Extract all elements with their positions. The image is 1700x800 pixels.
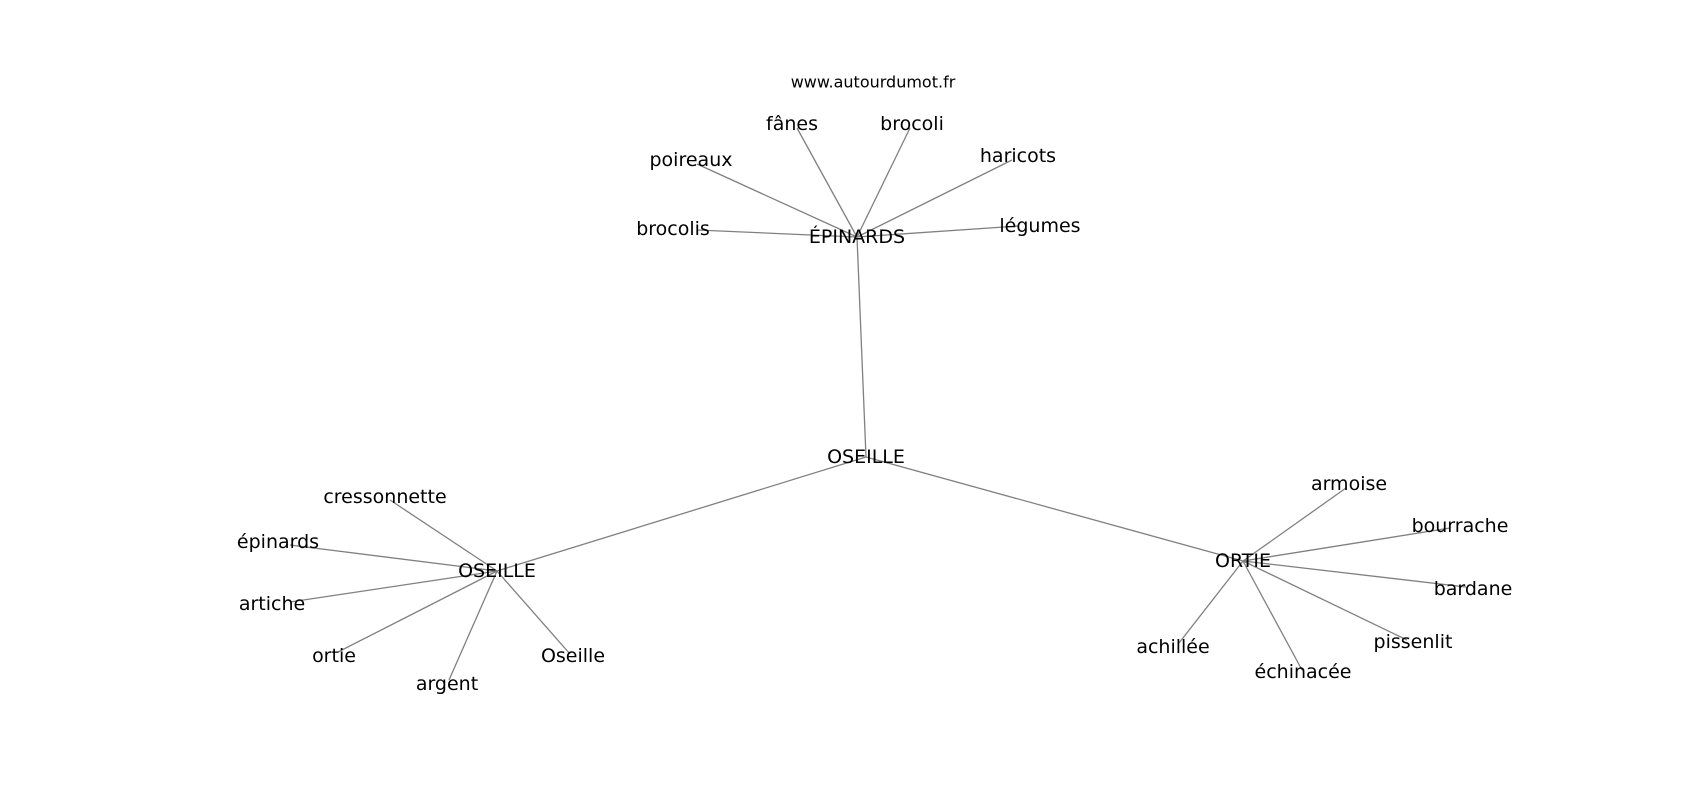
node-label-poireaux[interactable]: poireaux: [650, 149, 733, 171]
node-label-oseille2[interactable]: OSEILLE: [458, 560, 536, 582]
edge-ortie-armoise: [1242, 487, 1347, 562]
node-label-cressonnette[interactable]: cressonnette: [323, 486, 446, 508]
node-label-haricots[interactable]: haricots: [980, 145, 1056, 167]
edge-oseille2-ortie_l: [337, 570, 498, 653]
node-label-epinards_l[interactable]: épinards: [237, 531, 319, 553]
edge-center-ortie: [865, 456, 1244, 562]
node-label-oseille_l[interactable]: Oseille: [541, 645, 605, 667]
edge-ortie-bardane: [1242, 560, 1467, 588]
node-label-ortie_l[interactable]: ortie: [312, 645, 356, 667]
node-label-brocoli[interactable]: brocoli: [880, 113, 944, 135]
node-label-legumes[interactable]: légumes: [999, 215, 1080, 237]
edge-ortie-bourrache: [1242, 527, 1451, 562]
node-label-ortie[interactable]: ORTIE: [1215, 550, 1271, 572]
node-label-artiche[interactable]: artiche: [239, 593, 305, 615]
edge-oseille2-argent: [448, 570, 498, 681]
node-label-bourrache[interactable]: bourrache: [1412, 515, 1509, 537]
edge-center-oseille2: [496, 456, 867, 572]
edge-epinards-fanes: [796, 127, 858, 238]
edge-oseille2-artiche: [289, 570, 498, 603]
node-label-bardane[interactable]: bardane: [1434, 578, 1513, 600]
node-label-armoise[interactable]: armoise: [1311, 473, 1387, 495]
node-label-center[interactable]: OSEILLE: [827, 446, 905, 468]
edge-oseille2-oseille_l: [496, 570, 571, 655]
node-label-argent[interactable]: argent: [416, 673, 478, 695]
edges-layer: [289, 127, 1467, 681]
watermark-text: www.autourdumot.fr: [791, 73, 956, 92]
node-label-achillee[interactable]: achillée: [1136, 636, 1209, 658]
node-label-fanes[interactable]: fânes: [766, 113, 818, 135]
node-label-brocolis[interactable]: brocolis: [636, 218, 710, 240]
edge-epinards-legumes: [856, 225, 1020, 238]
node-label-pissenlit[interactable]: pissenlit: [1374, 631, 1453, 653]
labels-layer: OSEILLE ÉPINARDS OSEILLE ORTIE fânes brocoli p…: [237, 113, 1512, 695]
edge-epinards-brocolis: [696, 229, 858, 238]
node-label-epinards[interactable]: ÉPINARDS: [809, 225, 905, 248]
edge-epinards-haricots: [856, 159, 1013, 238]
edge-epinards-brocoli: [856, 127, 911, 238]
node-label-echinacee[interactable]: échinacée: [1255, 661, 1352, 683]
edge-oseille2-cressonnette: [389, 499, 498, 572]
edge-ortie-pissenlit: [1242, 560, 1408, 641]
edge-center-epinards: [856, 236, 867, 458]
edge-oseille2-epinards_l: [289, 544, 498, 572]
edge-ortie-echinacee: [1242, 560, 1303, 671]
edge-ortie-achillee: [1178, 560, 1244, 644]
edge-epinards-poireaux: [696, 163, 858, 238]
